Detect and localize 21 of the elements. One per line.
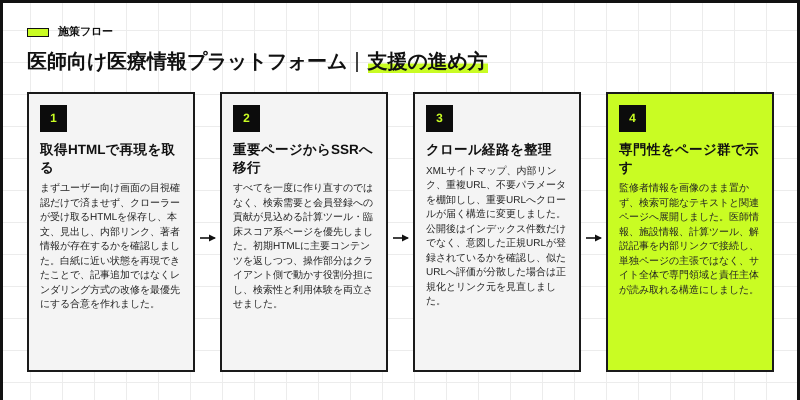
arrow — [200, 234, 216, 242]
step-heading: クロール経路を整理 — [426, 141, 553, 158]
step-heading: 専門性をページ群で示す — [619, 141, 760, 176]
number-badge: 4 — [619, 105, 646, 132]
arrow — [586, 234, 602, 242]
step-card — [27, 92, 195, 372]
step-card — [220, 92, 388, 372]
section-label: 施策フロー — [58, 25, 113, 40]
page-title: 医師向け医療情報プラットフォーム — [27, 50, 347, 75]
number-badge: 3 — [426, 105, 453, 132]
number-badge: 2 — [233, 105, 260, 132]
arrow — [393, 234, 409, 242]
step-card — [606, 92, 774, 372]
step-description: 監修者情報を画像のまま置かず、検索可能なテキストと関連ページへ展開しました。医師情報、施設情報、計算ツール、解説記事を内部リンクで接続し、単独ページの主張ではなく、サイト全体で専門領域と責任主体が読み取れる構造にしました。 — [619, 182, 760, 298]
step-description: すべてを一度に作り直すのではなく、検索需要と会員登録への貢献が見込める計算ツール・臨床スコア系ページを優先しました。初期HTMLに主要コンテンツを返しつつ、操作部分はクライアント側で動かす役割分担にし、検索性と利用体験を両立させました。 — [233, 182, 374, 312]
step-description: まずユーザー向け画面の目視確認だけで済ませず、クローラーが受け取るHTMLを保存し、本文、見出し、内部リンク、著者情報が存在するかを確認しました。白紙に近い状態を再現できたことで、記事追加ではなくレンダリング方式の改修を最優先にする合意を作れました。 — [40, 182, 181, 312]
number-badge: 1 — [40, 105, 67, 132]
step-heading: 取得HTMLで再現を取る — [40, 141, 176, 176]
step-card — [413, 92, 581, 372]
step-description: XMLサイトマップ、内部リンク、重複URL、不要パラメータを棚卸しし、重要URLへクロールが届く構造に変更しました。公開後はインデックス件数だけでなく、意図した正規URLが登録されているかを確認し、似たURLへ評価が分散した場合は正規化とリンク元を見直しました。 — [426, 164, 568, 309]
step-heading: 重要ページからSSRへ移行 — [233, 141, 374, 176]
